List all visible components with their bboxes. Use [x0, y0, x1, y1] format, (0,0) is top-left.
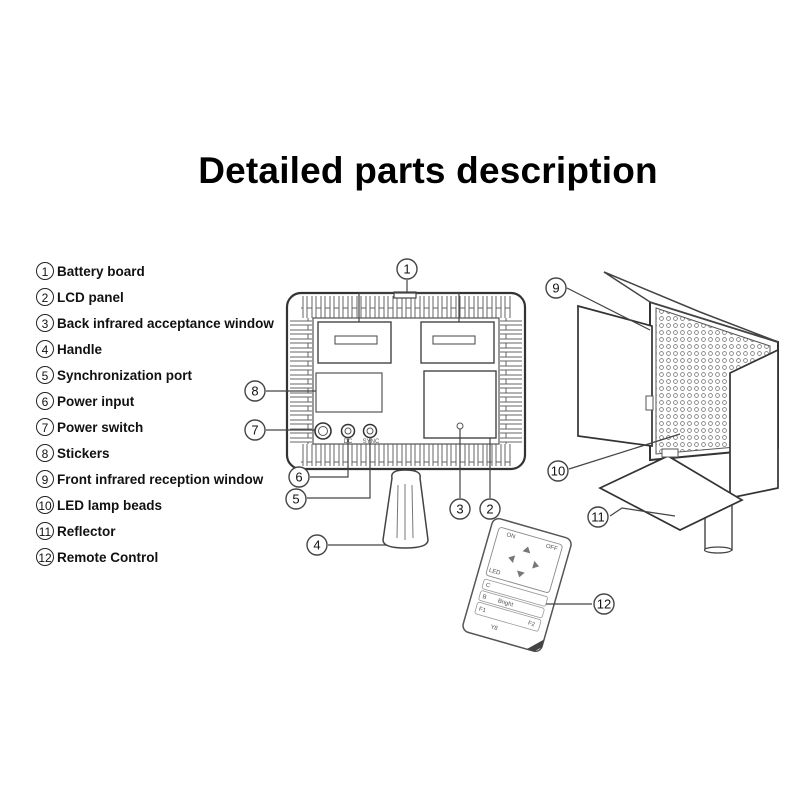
svg-text:10: 10: [551, 464, 565, 479]
top-barn-door: [603, 271, 779, 343]
remote-led-label: LED: [488, 568, 502, 577]
legend-number: 4: [36, 340, 54, 358]
legend-label: Battery board: [57, 263, 145, 279]
sync-port-label: SYNC: [363, 439, 380, 445]
top-fins: [301, 296, 511, 318]
sticker-area: [315, 372, 383, 413]
legend-label: Handle: [57, 341, 103, 357]
svg-text:5: 5: [292, 492, 299, 507]
remote-control: ON OFF LED C B Bright F1 F2 Y8: [462, 517, 572, 653]
up-arrow-icon: [522, 546, 531, 554]
svg-text:8: 8: [251, 384, 258, 399]
remote-c-label: C: [485, 583, 491, 590]
remote-b-label: B: [482, 594, 488, 601]
callout-5: 5: [285, 488, 307, 510]
callout-11: 11: [587, 506, 609, 528]
legend-label: Stickers: [57, 445, 110, 461]
right-arrow-icon: [532, 560, 540, 569]
right-fins: [500, 318, 522, 444]
svg-text:11: 11: [591, 510, 605, 525]
left-arrow-icon: [508, 555, 516, 564]
legend-label: LCD panel: [57, 289, 124, 305]
remote-f2-label: F2: [527, 621, 536, 629]
legend-number: 3: [36, 314, 54, 332]
down-arrow-icon: [517, 570, 525, 578]
svg-text:12: 12: [597, 597, 611, 612]
svg-text:9: 9: [552, 281, 559, 296]
legend-number: 10: [36, 496, 54, 514]
left-barn-door: [577, 304, 653, 447]
callout-2: 2: [479, 498, 501, 520]
legend-number: 1: [36, 262, 54, 280]
callout-3: 3: [449, 498, 471, 520]
battery-board-left: [317, 321, 392, 364]
light-front-view: [577, 271, 779, 554]
legend-number: 12: [36, 548, 54, 566]
remote-off-label: OFF: [545, 544, 559, 553]
right-barn-door: [729, 348, 779, 500]
battery-board-right: [420, 321, 495, 364]
callout-7: 7: [244, 419, 266, 441]
legend-number: 6: [36, 392, 54, 410]
svg-text:7: 7: [251, 423, 258, 438]
handle-shape: [382, 457, 429, 549]
svg-text:2: 2: [486, 502, 493, 517]
legend-label: Reflector: [57, 523, 116, 539]
legend-number: 5: [36, 366, 54, 384]
svg-text:4: 4: [313, 538, 320, 553]
remote-footer-label: Y8: [490, 624, 499, 632]
power-input-port: [340, 423, 356, 439]
legend-label: Remote Control: [57, 549, 159, 565]
svg-text:1: 1: [403, 262, 410, 277]
left-fins: [290, 318, 312, 444]
leader-lines: [266, 280, 681, 605]
reflector-shape: [598, 455, 744, 531]
legend-label: Power switch: [57, 419, 144, 435]
bottom-fins: [301, 444, 511, 466]
power-switch: [314, 422, 332, 440]
diagram-title: Detailed parts description: [198, 150, 658, 191]
callout-4: 4: [306, 534, 328, 556]
remote-f1-label: F1: [478, 607, 487, 615]
top-latch: [393, 291, 417, 299]
callout-8: 8: [244, 380, 266, 402]
callout-9: 9: [545, 277, 567, 299]
legend-label: Synchronization port: [57, 367, 192, 383]
remote-bright-label: Bright: [497, 598, 514, 608]
legend-number: 7: [36, 418, 54, 436]
callout-6: 6: [288, 466, 310, 488]
svg-text:3: 3: [456, 502, 463, 517]
legend-label: Back infrared acceptance window: [57, 315, 274, 331]
callout-1: 1: [396, 258, 418, 280]
legend-label: Power input: [57, 393, 135, 409]
callout-10: 10: [547, 460, 569, 482]
legend-number: 11: [36, 522, 54, 540]
sync-port: [362, 423, 378, 439]
legend-number: 8: [36, 444, 54, 462]
remote-on-label: ON: [506, 532, 516, 540]
callout-12: 12: [593, 593, 615, 615]
infrared-window: [456, 422, 464, 430]
legend-label: Front infrared reception window: [57, 471, 264, 487]
legend-label: LED lamp beads: [57, 497, 163, 513]
legend-number: 2: [36, 288, 54, 306]
svg-text:6: 6: [295, 470, 302, 485]
legend-number: 9: [36, 470, 54, 488]
